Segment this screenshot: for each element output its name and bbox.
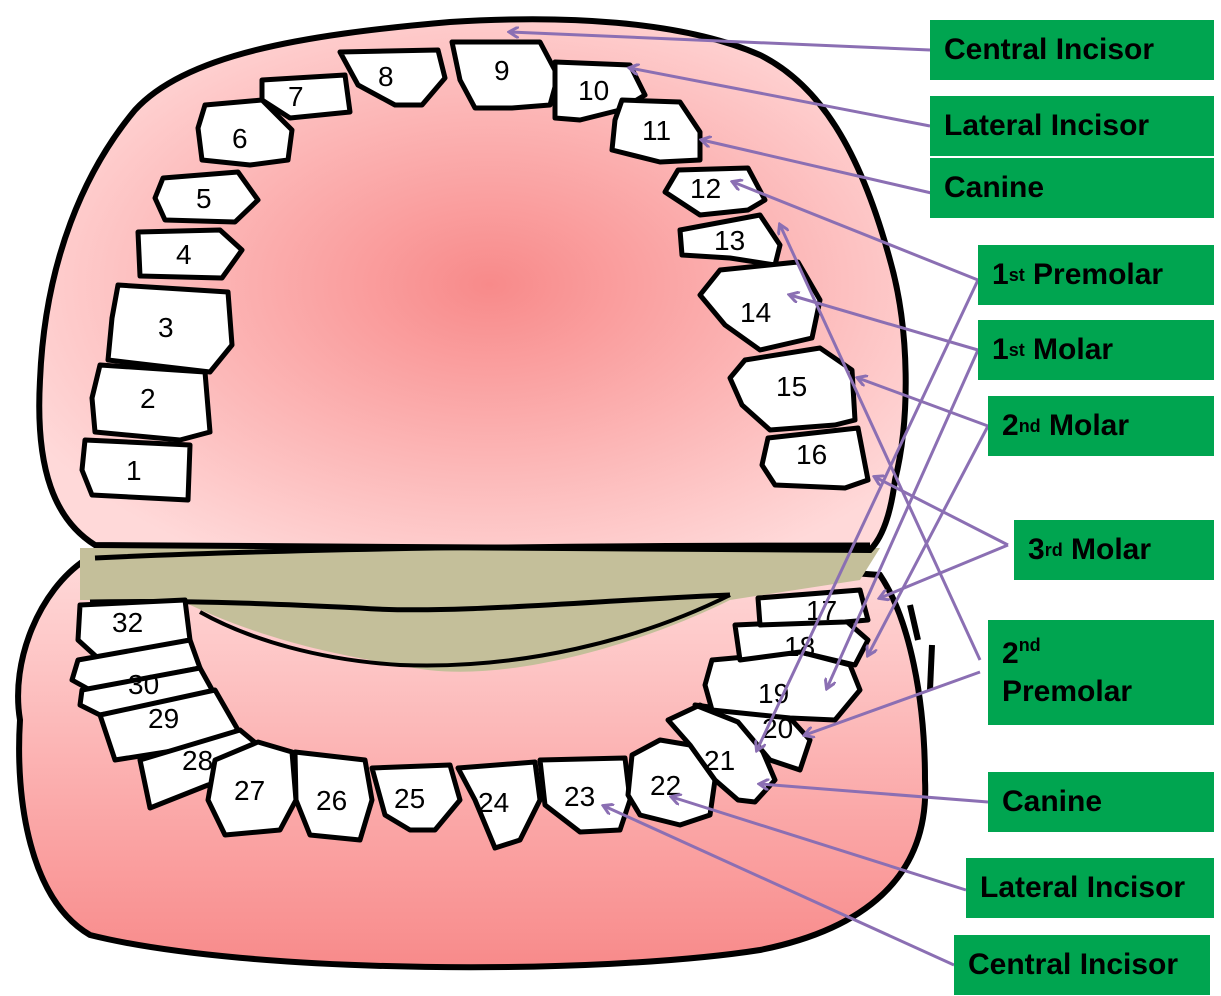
arrow-molar2-bottom bbox=[868, 425, 990, 655]
tooth-label-11: 11 bbox=[642, 115, 671, 146]
arrow-molar3-bottom bbox=[880, 543, 1009, 598]
arrow-central-incisor-bottom bbox=[604, 806, 955, 967]
tooth-label-26: 26 bbox=[316, 785, 347, 816]
label-first-premolar-word: Premolar bbox=[1024, 258, 1164, 292]
lower-inner-curve bbox=[199, 593, 731, 668]
tooth-label-25: 25 bbox=[394, 783, 425, 814]
arrow-molar1-bottom bbox=[827, 349, 980, 688]
tooth-14 bbox=[697, 259, 823, 353]
label-canine-top: Canine bbox=[930, 158, 1214, 218]
label-central-incisor-top-text: Central Incisor bbox=[944, 33, 1155, 67]
lower-right-edge bbox=[907, 604, 921, 641]
tooth-26 bbox=[292, 749, 375, 843]
tooth-label-9: 9 bbox=[494, 55, 510, 86]
tooth-label-21: 21 bbox=[704, 745, 735, 776]
arrow-lateral-incisor-top bbox=[630, 68, 931, 128]
label-second-premolar-num: 2 bbox=[1002, 637, 1019, 670]
tooth-27 bbox=[205, 739, 299, 838]
tooth-label-24: 24 bbox=[478, 787, 509, 818]
tooth-label-16: 16 bbox=[796, 439, 827, 470]
label-second-molar-word: Molar bbox=[1040, 409, 1130, 443]
arrow-canine-top bbox=[702, 140, 941, 197]
label-central-incisor-bottom-text: Central Incisor bbox=[968, 948, 1179, 982]
tooth-label-29: 29 bbox=[148, 703, 179, 734]
tooth-11 bbox=[609, 97, 703, 165]
arrow-molar1-top bbox=[790, 295, 979, 352]
label-lateral-incisor-bottom: Lateral Incisor bbox=[966, 858, 1214, 918]
label-second-premolar-word: Premolar bbox=[1002, 674, 1133, 708]
tooth-label-2: 2 bbox=[140, 383, 156, 414]
arrow-lateral-incisor-bottom bbox=[672, 797, 967, 892]
tooth-label-28: 28 bbox=[182, 745, 213, 776]
tooth-3 bbox=[105, 282, 235, 375]
tooth-label-14: 14 bbox=[740, 297, 771, 328]
tooth-label-23: 23 bbox=[564, 781, 595, 812]
tooth-4 bbox=[135, 227, 245, 281]
lower-arch-line bbox=[89, 592, 731, 613]
tooth-label-8: 8 bbox=[378, 61, 394, 92]
tooth-15 bbox=[727, 345, 858, 433]
tooth-5 bbox=[152, 169, 261, 225]
arrow-premolar2-top bbox=[780, 225, 982, 661]
tooth-label-27: 27 bbox=[234, 775, 265, 806]
tooth-label-12: 12 bbox=[690, 173, 721, 204]
arrow-canine-bottom bbox=[760, 784, 989, 804]
label-lateral-incisor-top: Lateral Incisor bbox=[930, 96, 1214, 156]
label-first-molar-word: Molar bbox=[1024, 333, 1114, 367]
label-second-premolar: 2nd Premolar bbox=[988, 620, 1214, 725]
arrow-molar2-top bbox=[858, 378, 989, 428]
label-central-incisor-top: Central Incisor bbox=[930, 20, 1214, 80]
arrow-molar3-top bbox=[875, 477, 1009, 547]
lower-right-edge-2 bbox=[927, 644, 935, 691]
label-lateral-incisor-bottom-text: Lateral Incisor bbox=[980, 871, 1186, 905]
tooth-8 bbox=[337, 47, 448, 108]
jaw-gap-line bbox=[94, 542, 871, 561]
tooth-label-30: 30 bbox=[128, 669, 159, 700]
label-lateral-incisor-top-text: Lateral Incisor bbox=[944, 109, 1150, 143]
tooth-label-6: 6 bbox=[232, 123, 248, 154]
tooth-9 bbox=[449, 39, 561, 111]
arrow-premolar1-top bbox=[733, 182, 979, 282]
tooth-label-1: 1 bbox=[126, 455, 142, 486]
tooth-label-3: 3 bbox=[158, 312, 174, 343]
label-canine-top-text: Canine bbox=[944, 171, 1045, 205]
tooth-label-13: 13 bbox=[714, 225, 745, 256]
tooth-16 bbox=[759, 425, 871, 491]
label-second-premolar-sup: nd bbox=[1018, 635, 1041, 655]
label-third-molar-word: Molar bbox=[1062, 533, 1152, 567]
tooth-label-22: 22 bbox=[650, 770, 681, 801]
label-canine-bottom-text: Canine bbox=[1002, 785, 1103, 819]
tooth-1 bbox=[79, 437, 193, 503]
label-third-molar-num: 3 bbox=[1028, 533, 1045, 567]
label-canine-bottom: Canine bbox=[988, 772, 1214, 832]
label-central-incisor-bottom: Central Incisor bbox=[954, 935, 1210, 995]
arrow-premolar1-bottom bbox=[757, 279, 980, 750]
tooth-25 bbox=[369, 762, 463, 833]
tooth-24 bbox=[455, 759, 543, 851]
tooth-label-5: 5 bbox=[196, 183, 212, 214]
tooth-label-4: 4 bbox=[176, 239, 192, 270]
tooth-label-32: 32 bbox=[112, 607, 143, 638]
label-first-premolar-num: 1 bbox=[992, 258, 1009, 292]
tooth-label-15: 15 bbox=[776, 371, 807, 402]
label-second-molar-num: 2 bbox=[1002, 409, 1019, 443]
arrow-central-incisor-top bbox=[510, 32, 931, 52]
label-first-molar-num: 1 bbox=[992, 333, 1009, 367]
tooth-7 bbox=[259, 72, 353, 121]
arrow-premolar2-bottom bbox=[805, 670, 981, 735]
tooth-label-7: 7 bbox=[288, 81, 304, 112]
tooth-label-10: 10 bbox=[578, 75, 609, 106]
